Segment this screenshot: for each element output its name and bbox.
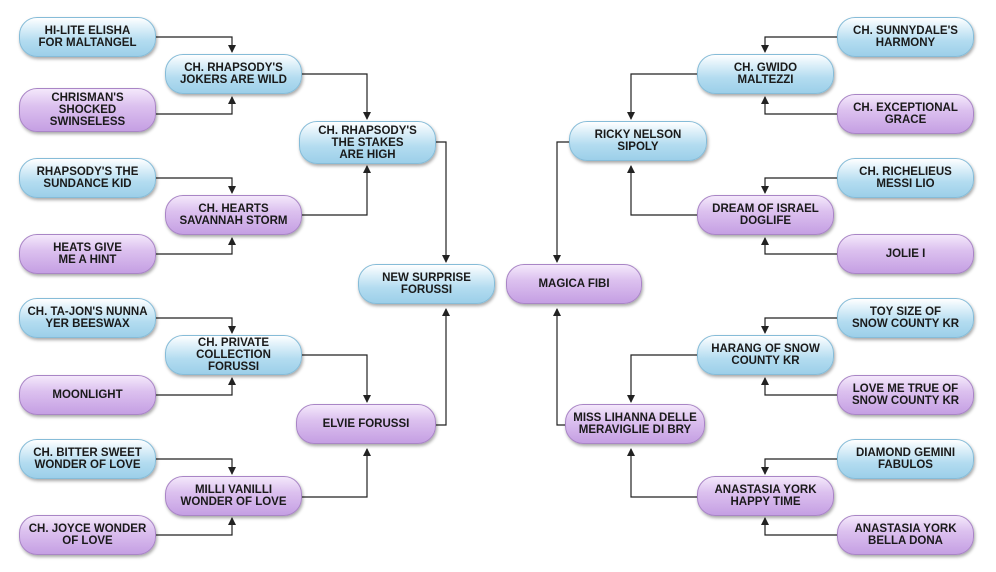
connector [302,448,371,498]
connector [156,317,236,334]
left-r2-2: CH. HEARTS SAVANNAH STORM [165,195,302,235]
right-r2-4: ANASTASIA YORK HAPPY TIME [697,476,834,516]
right-r1-7: DIAMOND GEMINI FABULOS [837,439,974,479]
right-r3-2: MISS LIHANNA DELLE MERAVIGLIE DI BRY [565,404,705,444]
left-r1-1: HI-LITE ELISHA FOR MALTANGEL [19,17,156,57]
left-r2-3: CH. PRIVATE COLLECTION FORUSSI [165,335,302,375]
connector [627,354,697,403]
connector [553,141,569,263]
right-parent: MAGICA FIBI [506,264,642,304]
right-r2-3: HARANG OF SNOW COUNTY KR [697,335,834,375]
connector [627,73,697,120]
left-r2-4: MILLI VANILLI WONDER OF LOVE [165,476,302,516]
connector [156,377,236,396]
connector [156,237,236,255]
right-r1-3: CH. RICHELIEUS MESSI LIO [837,158,974,198]
connector [627,165,697,216]
connector [553,308,569,426]
left-r1-6: MOONLIGHT [19,375,156,415]
connector [302,165,371,216]
connector [761,517,837,536]
connector [761,377,837,396]
right-r1-6: LOVE ME TRUE OF SNOW COUNTY KR [837,375,974,415]
connector [156,96,236,115]
connector [761,36,837,53]
connector [436,308,450,426]
left-r1-4: HEATS GIVE ME A HINT [19,234,156,274]
left-r3-1: CH. RHAPSODY'S THE STAKES ARE HIGH [299,121,436,164]
right-r1-8: ANASTASIA YORK BELLA DONA [837,515,974,555]
connector [302,73,371,120]
connector [302,354,371,403]
right-r3-1: RICKY NELSON SIPOLY [569,121,707,161]
left-r1-2: CHRISMAN'S SHOCKED SWINSELESS [19,88,156,132]
connector [156,458,236,475]
right-r1-5: TOY SIZE OF SNOW COUNTY KR [837,298,974,338]
right-r1-1: CH. SUNNYDALE'S HARMONY [837,17,974,57]
connector [627,448,697,498]
left-parent: NEW SURPRISE FORUSSI [358,264,495,304]
connector [761,177,837,194]
right-r2-2: DREAM OF ISRAEL DOGLIFE [697,195,834,235]
connector [761,237,837,255]
connector [156,517,236,536]
left-r1-8: CH. JOYCE WONDER OF LOVE [19,515,156,555]
right-r2-1: CH. GWIDO MALTEZZI [697,54,834,94]
connector [761,317,837,334]
connector [156,177,236,194]
connector [761,96,837,115]
connector [436,141,450,263]
right-r1-4: JOLIE I [837,234,974,274]
right-r1-2: CH. EXCEPTIONAL GRACE [837,94,974,134]
connector [761,458,837,475]
connector [156,36,236,53]
left-r3-2: ELVIE FORUSSI [296,404,436,444]
left-r1-3: RHAPSODY'S THE SUNDANCE KID [19,158,156,198]
left-r2-1: CH. RHAPSODY'S JOKERS ARE WILD [165,54,302,94]
left-r1-5: CH. TA-JON'S NUNNA YER BEESWAX [19,298,156,338]
left-r1-7: CH. BITTER SWEET WONDER OF LOVE [19,439,156,479]
